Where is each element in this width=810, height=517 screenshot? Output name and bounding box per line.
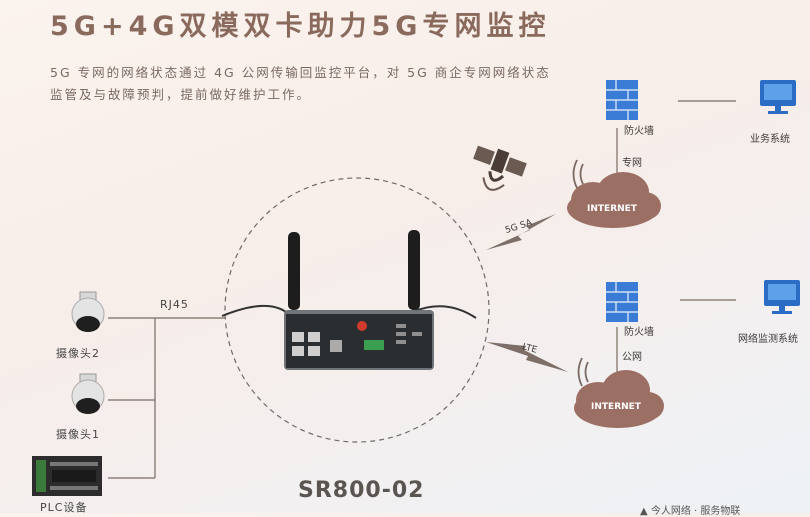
private-net-label: 专网	[622, 158, 642, 169]
signal-icon-top	[572, 159, 584, 189]
firewall-top-label: 防火墙	[624, 126, 654, 137]
footer-brand-text: ▲ 今人网络 · 服务物联	[640, 506, 741, 517]
router-device	[221, 230, 477, 370]
camera-icon-1	[71, 373, 105, 414]
antenna-left	[288, 232, 300, 310]
router-dashed-ring	[224, 177, 490, 443]
router-model-label: SR800-02	[298, 478, 425, 503]
internet-top-label: INTERNET	[587, 204, 637, 214]
camera1-label: 摄像头1	[56, 428, 100, 441]
signal-icon-bottom	[577, 357, 589, 387]
plc-icon	[32, 456, 102, 496]
rj45-label: RJ45	[160, 298, 189, 311]
business-system-label: 业务系统	[750, 134, 790, 145]
satellite-icon	[473, 145, 527, 191]
firewall-bottom-label: 防火墙	[624, 327, 654, 338]
camera2-label: 摄像头2	[56, 347, 100, 360]
monitor-icon-business	[760, 80, 796, 114]
camera-icon-2	[71, 291, 105, 332]
page-title: 5G+4G双模双卡助力5G专网监控	[50, 11, 551, 42]
firewall-icon-bottom	[606, 282, 638, 322]
antenna-right	[408, 230, 420, 310]
network-monitor-label: 网络监测系统	[738, 334, 798, 345]
monitor-icon-network	[764, 280, 800, 314]
plc-label: PLC设备	[40, 501, 88, 514]
public-net-label: 公网	[622, 352, 642, 363]
internet-bottom-label: INTERNET	[591, 402, 641, 412]
firewall-icon-top	[606, 80, 638, 120]
page-subtitle: 5G 专网的网络状态通过 4G 公网传输回监控平台，对 5G 商企专网网络状态监…	[50, 65, 551, 102]
internet-cloud-top	[567, 172, 661, 228]
5g-lightning-icon	[486, 214, 556, 250]
lte-lightning-icon	[486, 342, 568, 372]
internet-cloud-bottom	[574, 370, 664, 428]
